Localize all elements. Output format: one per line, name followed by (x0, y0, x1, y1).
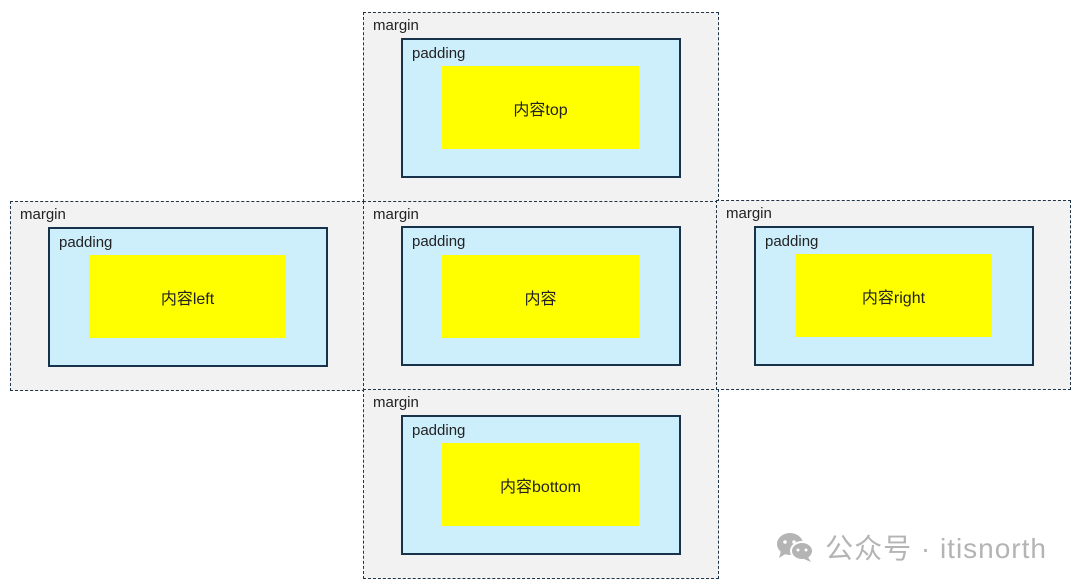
padding-box-right: padding 内容right (754, 226, 1034, 366)
padding-label: padding (59, 234, 113, 251)
content-label: 内容 (524, 290, 557, 308)
content-label: 内容left (160, 290, 215, 308)
content-label: 内容top (513, 101, 568, 119)
padding-box-left: padding 内容left (48, 227, 328, 367)
margin-box-top: margin padding 内容top (363, 12, 719, 202)
content-label: 内容bottom (500, 478, 581, 496)
margin-label: margin (726, 205, 772, 222)
padding-label: padding (765, 233, 819, 250)
content-box-top: 内容top (442, 66, 639, 149)
margin-box-bottom: margin padding 内容bottom (363, 389, 719, 579)
padding-label: padding (412, 422, 466, 439)
content-box-left: 内容left (89, 255, 286, 338)
margin-label: margin (373, 17, 419, 34)
padding-box-center: padding 内容 (401, 226, 681, 366)
padding-box-bottom: padding 内容bottom (401, 415, 681, 555)
padding-label: padding (412, 45, 466, 62)
padding-box-top: padding 内容top (401, 38, 681, 178)
margin-label: margin (20, 206, 66, 223)
margin-box-right: margin padding 内容right (716, 200, 1071, 390)
wechat-icon (777, 533, 815, 562)
watermark-text: 公众号 · itisnorth (825, 533, 1047, 564)
margin-label: margin (373, 394, 419, 411)
margin-box-center: margin padding 内容 (363, 201, 718, 391)
margin-box-left: margin padding 内容left (10, 201, 365, 391)
padding-label: padding (412, 233, 466, 250)
watermark: 公众号 · itisnorth (775, 527, 1047, 567)
content-box-center: 内容 (442, 255, 639, 338)
content-box-right: 内容right (795, 254, 992, 337)
margin-label: margin (373, 206, 419, 223)
content-label: 内容right (861, 289, 926, 307)
content-box-bottom: 内容bottom (442, 443, 639, 526)
